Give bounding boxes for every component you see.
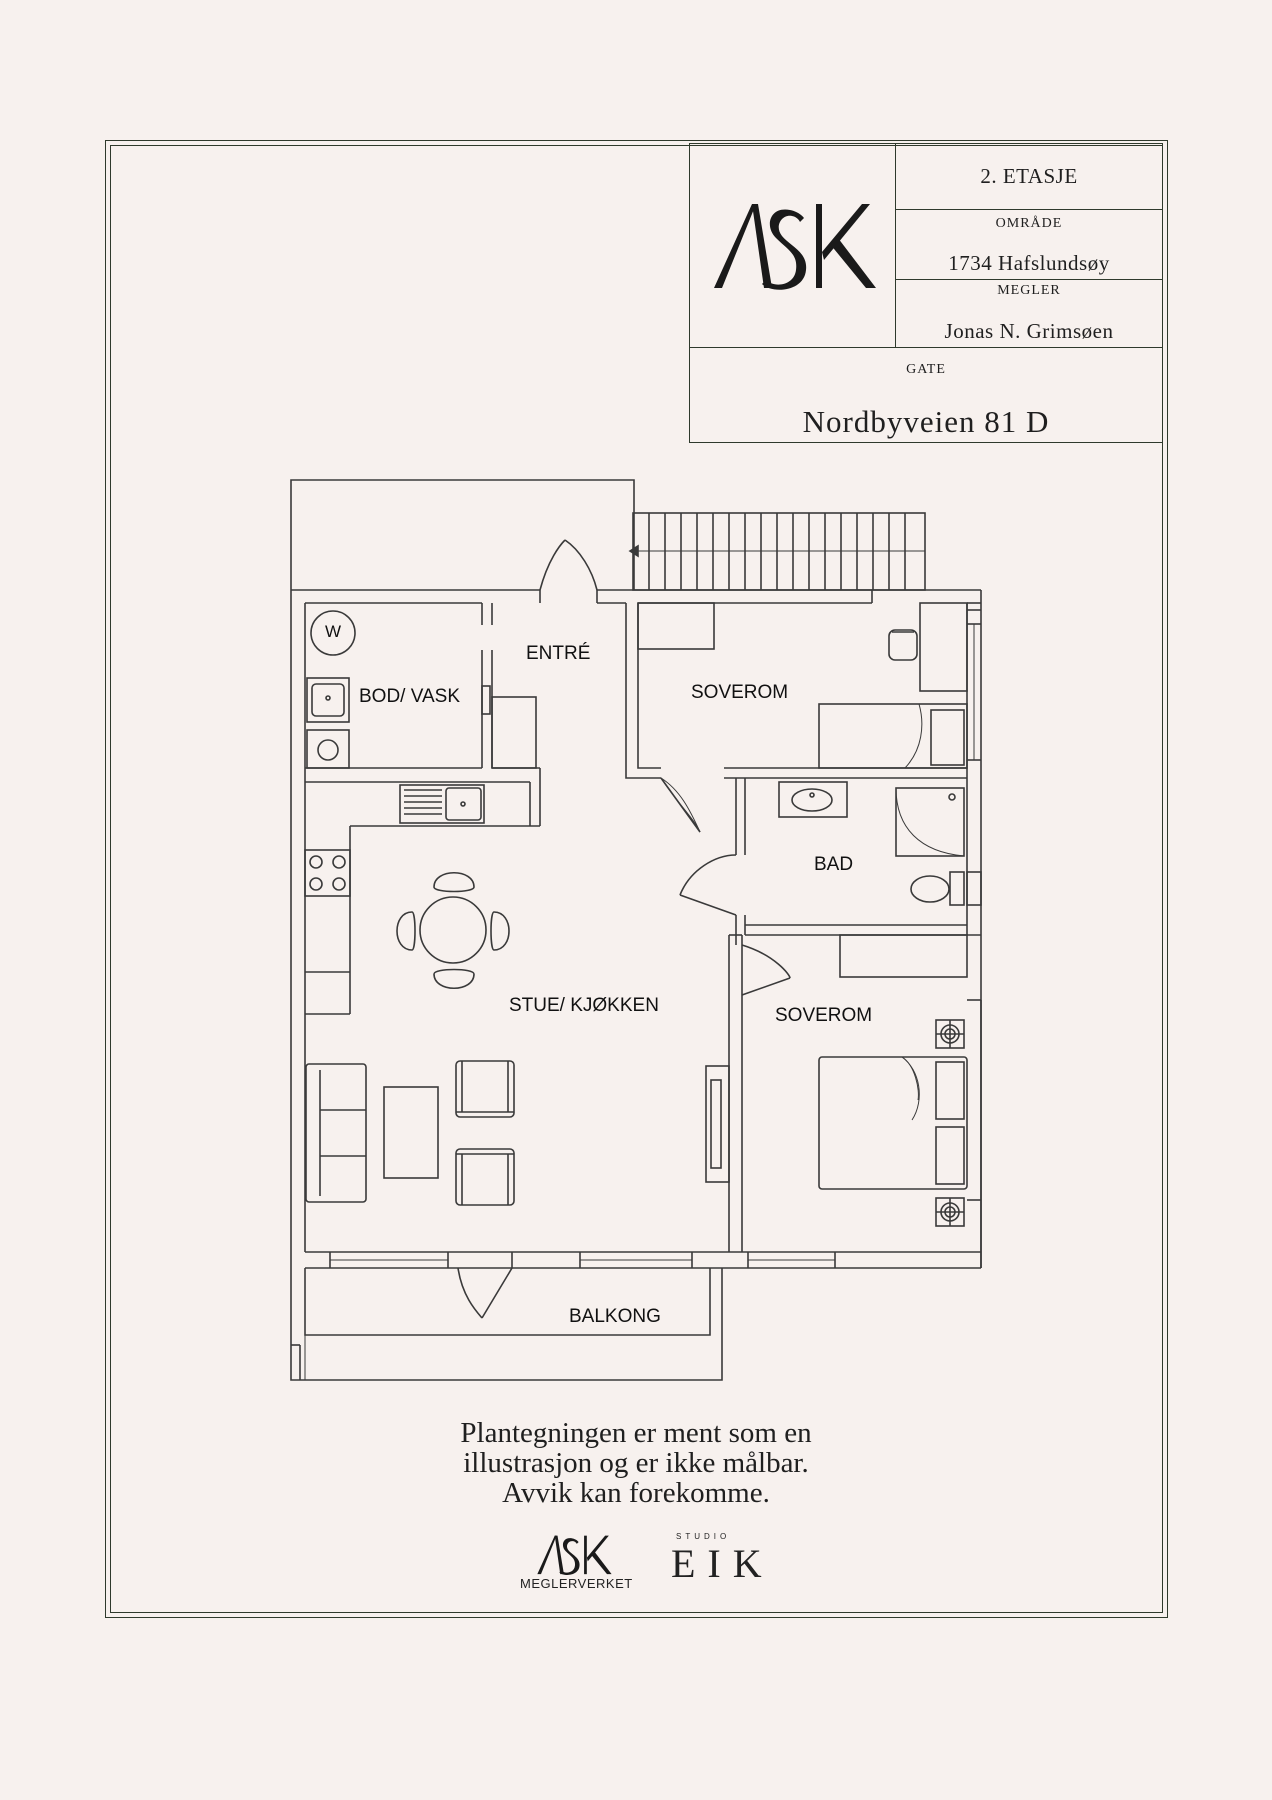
disclaimer: Plantegningen er ment som en illustrasjo… (330, 1418, 942, 1508)
room-label-storage: BOD/ VASK (359, 686, 461, 707)
room-label-living-kitchen: STUE/ KJØKKEN (509, 995, 659, 1016)
disclaimer-line-3: Avvik kan forekomme. (502, 1477, 770, 1509)
inner-frame (110, 145, 1163, 1613)
studio-label: STUDIO (676, 1532, 731, 1541)
room-label-bathroom: BAD (814, 854, 854, 875)
washer-symbol (310, 610, 356, 656)
room-label-balcony: BALKONG (569, 1306, 661, 1327)
balcony-outline (304, 1268, 711, 1336)
room-label-bedroom-bottom: SOVEROM (775, 1005, 873, 1026)
area-value: 1734 Hafslundsøy (948, 251, 1110, 275)
agent-label: MEGLER (997, 283, 1061, 298)
ask-logo (714, 204, 876, 290)
staircase (628, 512, 926, 591)
street-label: GATE (906, 362, 946, 377)
footer-ask-subtitle: MEGLERVERKET (520, 1576, 633, 1591)
area-label: OMRÅDE (995, 216, 1063, 231)
studio-eik-logo: EIK (671, 1541, 774, 1586)
street-value: Nordbyveien 81 D (802, 404, 1050, 439)
disclaimer-line-1: Plantegningen er ment som en (460, 1417, 812, 1449)
room-label-entrance: ENTRÉ (526, 643, 591, 664)
room-label-bedroom-top: SOVEROM (691, 682, 789, 703)
washer-label: W (325, 622, 342, 641)
outer-frame (105, 140, 1168, 1618)
upper-terrace-outline (290, 479, 635, 1345)
disclaimer-line-2: illustrasjon og er ikke målbar. (463, 1447, 809, 1479)
agent-value: Jonas N. Grimsøen (944, 319, 1114, 343)
footer-ask-logo (537, 1535, 612, 1575)
floor-value: 2. ETASJE (980, 164, 1078, 188)
title-block-street-cell (689, 347, 1163, 443)
